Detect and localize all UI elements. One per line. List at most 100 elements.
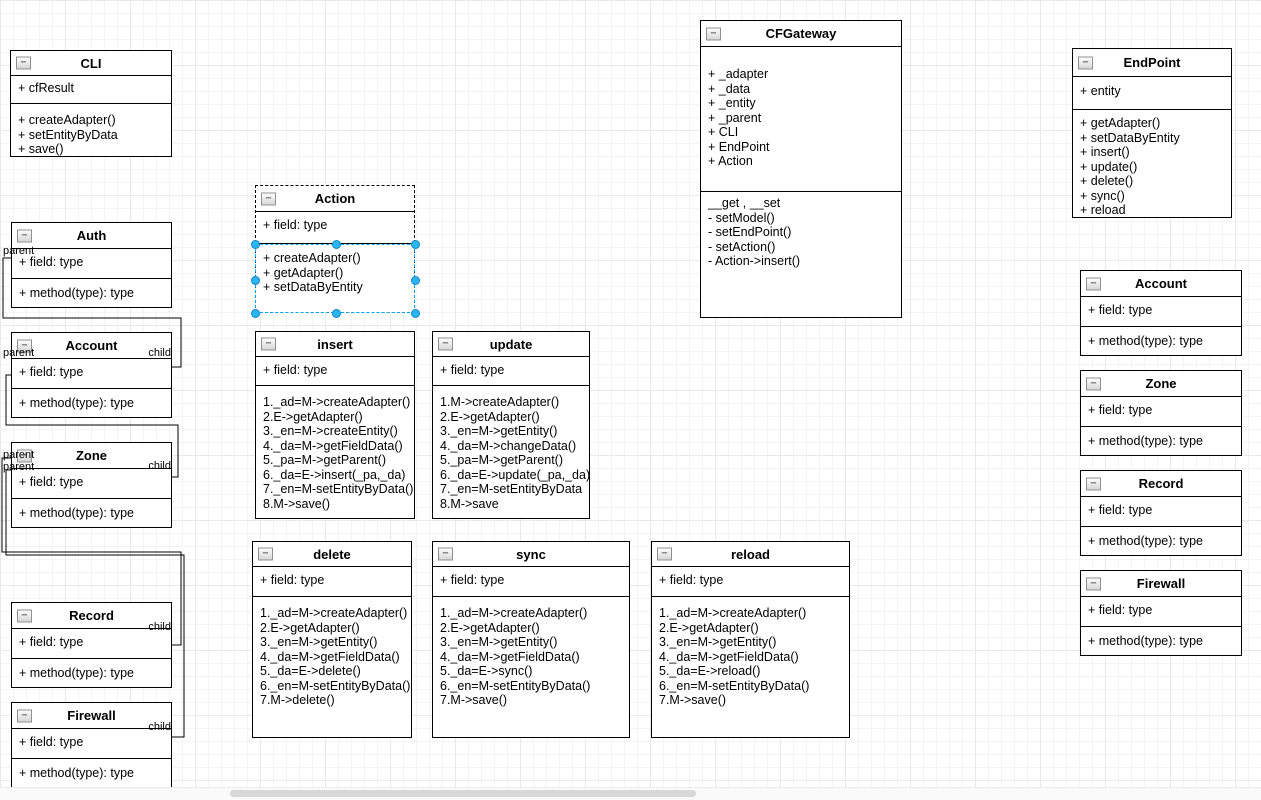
method-row[interactable]: + method(type): type xyxy=(1088,634,1203,648)
methods-compartment[interactable]: 1.M->createAdapter()2.E->getAdapter()3._… xyxy=(433,385,590,518)
method-row[interactable]: + method(type): type xyxy=(19,396,134,410)
collapse-minus-icon[interactable]: − xyxy=(17,609,32,622)
methods-compartment[interactable]: + createAdapter()+ getAdapter()+ setData… xyxy=(256,243,414,312)
attribute-row[interactable]: + field: type xyxy=(440,363,505,377)
attribute-row[interactable]: + _adapter xyxy=(708,67,769,81)
methods-compartment[interactable]: 1._ad=M->createAdapter()2.E->getAdapter(… xyxy=(433,596,629,737)
method-row[interactable]: + insert() xyxy=(1080,145,1130,159)
attribute-row[interactable]: + field: type xyxy=(19,735,84,749)
method-row[interactable]: 4._da=M->getFieldData() xyxy=(440,649,580,664)
methods-compartment[interactable]: + method(type): type xyxy=(12,498,171,527)
class-zone-right[interactable]: − Zone + field: type + method(type): typ… xyxy=(1080,370,1242,456)
selection-handle[interactable] xyxy=(331,308,341,318)
class-title-bar[interactable]: − Record xyxy=(1081,471,1241,496)
method-row[interactable]: + method(type): type xyxy=(1088,334,1203,348)
method-row[interactable]: 6._en=M-setEntityByData() xyxy=(260,678,411,693)
attributes-compartment[interactable]: + field: type xyxy=(256,211,414,243)
edge-label-child[interactable]: child xyxy=(148,347,171,359)
attribute-row[interactable]: + EndPoint xyxy=(708,139,770,154)
selection-handle[interactable] xyxy=(410,308,420,318)
methods-compartment[interactable]: + method(type): type xyxy=(12,758,171,787)
collapse-minus-icon[interactable]: − xyxy=(706,27,721,40)
method-row[interactable]: 3._en=M->getEntity() xyxy=(659,635,777,649)
attribute-row[interactable]: + field: type xyxy=(260,573,325,587)
collapse-minus-icon[interactable]: − xyxy=(1078,56,1093,69)
edge-label-parent[interactable]: parent xyxy=(3,245,35,257)
selection-handle[interactable] xyxy=(250,308,260,318)
methods-compartment[interactable]: + method(type): type xyxy=(12,278,171,307)
method-row[interactable]: 7._en=M-setEntityByData() xyxy=(263,482,414,496)
method-row[interactable]: + getAdapter() xyxy=(1080,116,1161,130)
method-row[interactable]: 7.M->delete() xyxy=(260,693,335,707)
method-row[interactable]: 5._da=E->reload() xyxy=(659,664,761,678)
method-row[interactable]: 3._en=M->getEntity() xyxy=(260,635,378,649)
collapse-minus-icon[interactable]: − xyxy=(1086,277,1101,290)
attribute-row[interactable]: + entity xyxy=(1080,84,1121,98)
attribute-row[interactable]: + field: type xyxy=(440,573,505,587)
attribute-row[interactable]: + field: type xyxy=(19,365,84,379)
methods-compartment[interactable]: + method(type): type xyxy=(12,658,171,687)
class-title-bar[interactable]: − Auth xyxy=(12,223,171,248)
method-row[interactable]: + createAdapter() xyxy=(18,113,116,127)
attribute-row[interactable]: + _data xyxy=(708,81,751,96)
method-row[interactable]: - Action->insert() xyxy=(708,254,801,268)
collapse-minus-icon[interactable]: − xyxy=(1086,477,1101,490)
methods-compartment[interactable]: + method(type): type xyxy=(1081,626,1241,655)
attributes-compartment[interactable]: + field: type xyxy=(12,248,171,278)
attributes-compartment[interactable]: + field: type xyxy=(433,356,589,385)
attribute-row[interactable]: + CLI xyxy=(708,125,739,139)
class-reload[interactable]: − reload + field: type 1._ad=M->createAd… xyxy=(651,541,850,738)
attribute-row[interactable]: + field: type xyxy=(1088,403,1153,417)
method-row[interactable]: + save() xyxy=(18,142,64,156)
method-row[interactable]: - setEndPoint() xyxy=(708,225,792,239)
attributes-compartment[interactable]: + field: type xyxy=(1081,596,1241,626)
connector-auth-to-account[interactable] xyxy=(2,257,182,368)
class-title-bar[interactable]: − Account xyxy=(1081,271,1241,296)
method-row[interactable]: - setModel() xyxy=(708,210,775,225)
method-row[interactable]: + method(type): type xyxy=(19,286,134,300)
method-row[interactable]: + method(type): type xyxy=(1088,434,1203,448)
method-row[interactable]: 4._da=M->getFieldData() xyxy=(263,438,403,453)
class-firewall-left[interactable]: − Firewall + field: type + method(type):… xyxy=(11,702,172,788)
method-row[interactable]: 6._en=M-setEntityByData() xyxy=(659,678,810,693)
connector-zone-to-firewall[interactable] xyxy=(5,469,185,738)
method-row[interactable]: 3._en=M->createEntity() xyxy=(263,424,398,438)
method-row[interactable]: + delete() xyxy=(1080,174,1134,188)
attribute-row[interactable]: + field: type xyxy=(1088,503,1153,517)
attributes-compartment[interactable]: + field: type xyxy=(12,628,171,658)
horizontal-scrollbar[interactable] xyxy=(0,787,1261,800)
collapse-minus-icon[interactable]: − xyxy=(438,547,453,561)
method-row[interactable]: 7.M->save() xyxy=(659,693,727,707)
attributes-compartment[interactable]: + field: type xyxy=(12,358,171,388)
collapse-minus-icon[interactable]: − xyxy=(17,229,32,242)
collapse-minus-icon[interactable]: − xyxy=(657,547,672,561)
class-cli[interactable]: − CLI + cfResult + createAdapter()+ setE… xyxy=(10,50,172,157)
method-row[interactable]: 1.M->createAdapter() xyxy=(440,395,560,409)
connector-account-to-zone[interactable] xyxy=(5,374,179,478)
method-row[interactable]: 2.E->getAdapter() xyxy=(659,620,759,635)
attribute-row[interactable]: + Action xyxy=(708,154,753,168)
attribute-row[interactable]: + _parent xyxy=(708,110,762,125)
class-account-left[interactable]: − Account + field: type + method(type): … xyxy=(11,332,172,418)
connector-zone-to-record[interactable] xyxy=(1,457,182,646)
edge-label-parent[interactable]: parent xyxy=(3,449,35,461)
method-row[interactable]: + sync() xyxy=(1080,188,1125,203)
class-title-bar[interactable]: − EndPoint xyxy=(1073,49,1231,76)
class-endpoint[interactable]: − EndPoint + entity + getAdapter()+ setD… xyxy=(1072,48,1232,218)
class-title-bar[interactable]: − sync xyxy=(433,542,629,566)
class-title-bar[interactable]: − CLI xyxy=(11,51,171,75)
class-title-bar[interactable]: − Firewall xyxy=(1081,571,1241,596)
method-row[interactable]: 6._en=M-setEntityByData() xyxy=(440,678,591,693)
method-row[interactable]: 5._pa=M->getParent() xyxy=(263,453,386,467)
method-row[interactable]: 3._en=M->getEntity() xyxy=(440,424,558,438)
collapse-minus-icon[interactable]: − xyxy=(17,709,32,722)
method-row[interactable]: 5._da=E->sync() xyxy=(440,664,533,678)
collapse-minus-icon[interactable]: − xyxy=(1086,377,1101,390)
method-row[interactable]: 1._ad=M->createAdapter() xyxy=(260,606,408,620)
attribute-row[interactable]: + field: type xyxy=(1088,303,1153,317)
collapse-minus-icon[interactable]: − xyxy=(16,56,31,70)
attribute-row[interactable]: + cfResult xyxy=(18,81,74,95)
class-delete[interactable]: − delete + field: type 1._ad=M->createAd… xyxy=(252,541,412,738)
class-action[interactable]: − Action + field: type + createAdapter()… xyxy=(255,185,415,313)
